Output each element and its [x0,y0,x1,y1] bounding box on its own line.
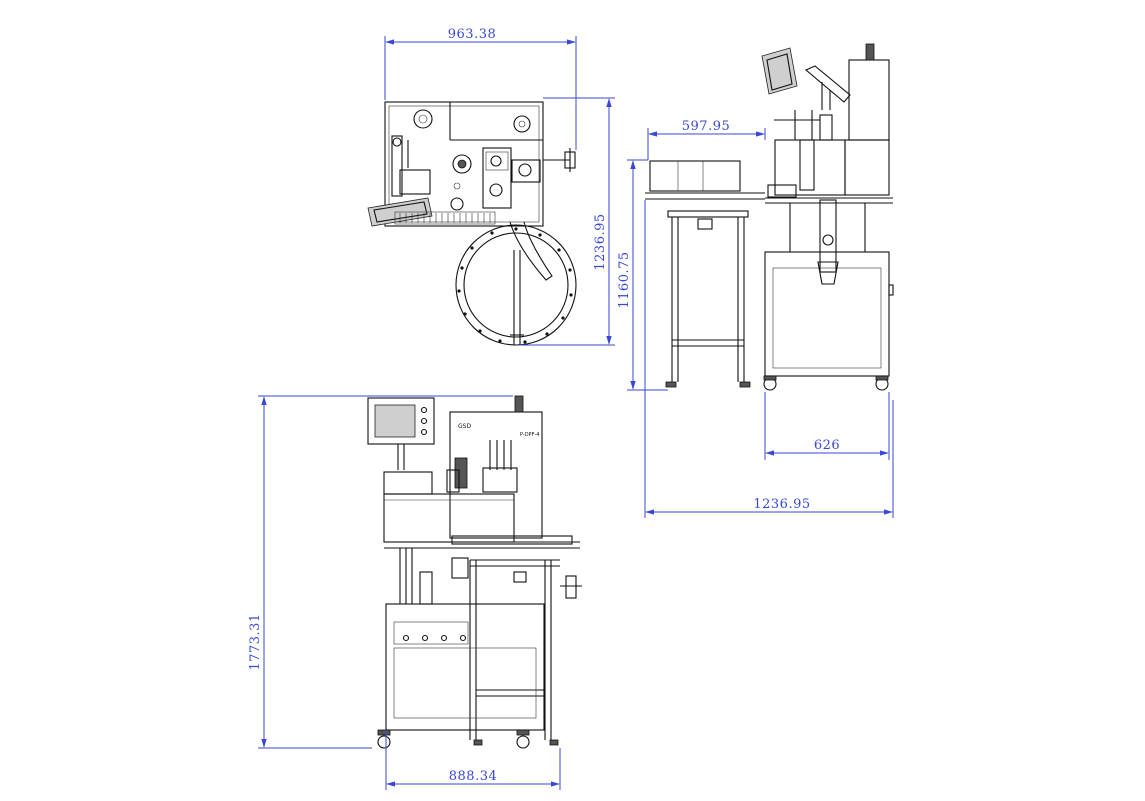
side-view-feed-width-label: 597.95 [682,119,731,134]
front-view-width-label: 888.34 [449,769,498,784]
top-view: 963.38 1236.95 [367,27,615,346]
front-view-height-label: 1773.31 [248,613,263,670]
side-view-height-label: 1160.75 [617,251,632,308]
top-view-width-label: 963.38 [448,27,497,42]
panel-model-text: P-DPF-4 [520,432,539,438]
front-view: GSD P-DPF-4 [248,395,582,790]
top-view-height-label: 1236.95 [593,213,608,270]
side-view-total-width-label: 1236.95 [753,497,810,512]
side-view-base-width-label: 626 [814,438,840,453]
panel-brand-text: GSD [458,423,471,430]
side-view: 597.95 1160.75 626 1236.95 [617,43,894,518]
